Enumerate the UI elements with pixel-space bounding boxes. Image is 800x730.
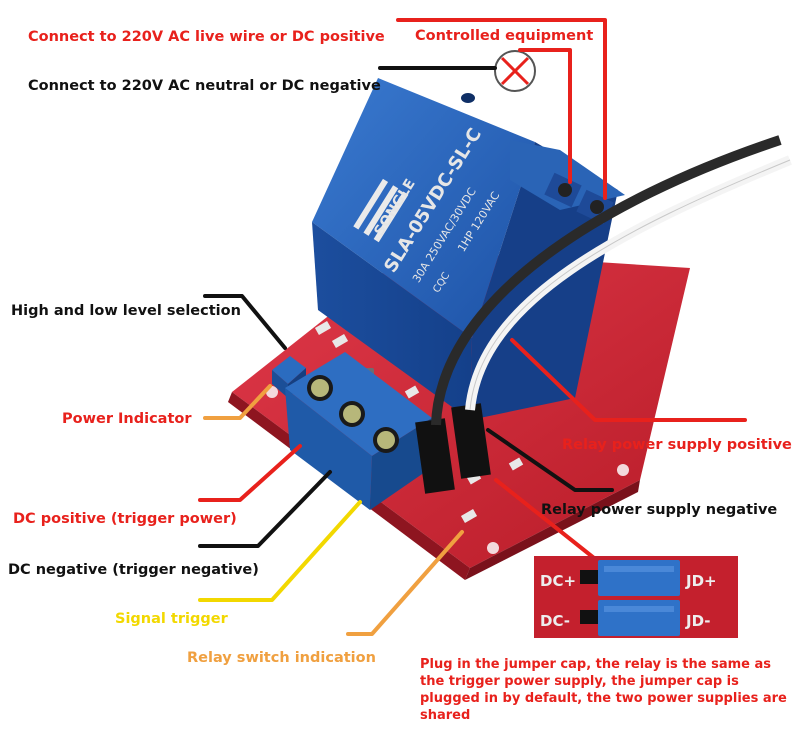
header-pins (415, 403, 491, 494)
relay-body: SONGLE SLA-05VDC-SL-C 30A 250VAC/30VDC 1… (312, 78, 625, 420)
callout-lines (198, 18, 747, 636)
line-relay-positive (510, 338, 747, 422)
line-equipment-left (518, 48, 572, 184)
label-live-wire: Connect to 220V AC live wire or DC posit… (28, 29, 385, 45)
inset-label-jd-plus: JD+ (685, 572, 717, 590)
label-neutral: Connect to 220V AC neutral or DC negativ… (28, 78, 381, 94)
inset-label-dc-plus: DC+ (540, 572, 576, 590)
label-signal-trigger: Signal trigger (115, 611, 228, 627)
line-relay-negative (486, 428, 614, 492)
line-signal-trigger (198, 500, 362, 602)
label-relay-supply-negative: Relay power supply negative (541, 502, 778, 518)
line-jumper-inset (494, 478, 596, 560)
line-dc-negative (198, 470, 332, 548)
inset-label-dc-minus: DC- (540, 612, 570, 630)
label-relay-supply-positive: Relay power supply positive (562, 437, 792, 453)
label-level-selection: High and low level selection (11, 303, 241, 319)
line-dc-positive (198, 444, 302, 502)
label-controlled-equipment: Controlled equipment (415, 28, 594, 44)
jumper-inset: DC+ DC- JD+ JD- (534, 556, 738, 638)
controlled-equipment-icon (494, 50, 536, 92)
label-relay-switch-indication: Relay switch indication (187, 650, 376, 666)
line-live-wire (396, 18, 607, 200)
line-power-indicator (203, 384, 272, 420)
line-relay-switch-indication (346, 530, 464, 636)
inset-label-jd-minus: JD- (685, 612, 711, 630)
jumper-note: Plug in the jumper cap, the relay is the… (420, 657, 787, 723)
relay-power-wires (431, 135, 792, 426)
label-power-indicator: Power Indicator (62, 411, 192, 427)
label-dc-negative: DC negative (trigger negative) (8, 562, 259, 578)
screw-terminal (285, 352, 432, 510)
line-level-selection (203, 294, 287, 350)
label-dc-positive: DC positive (trigger power) (13, 511, 237, 527)
